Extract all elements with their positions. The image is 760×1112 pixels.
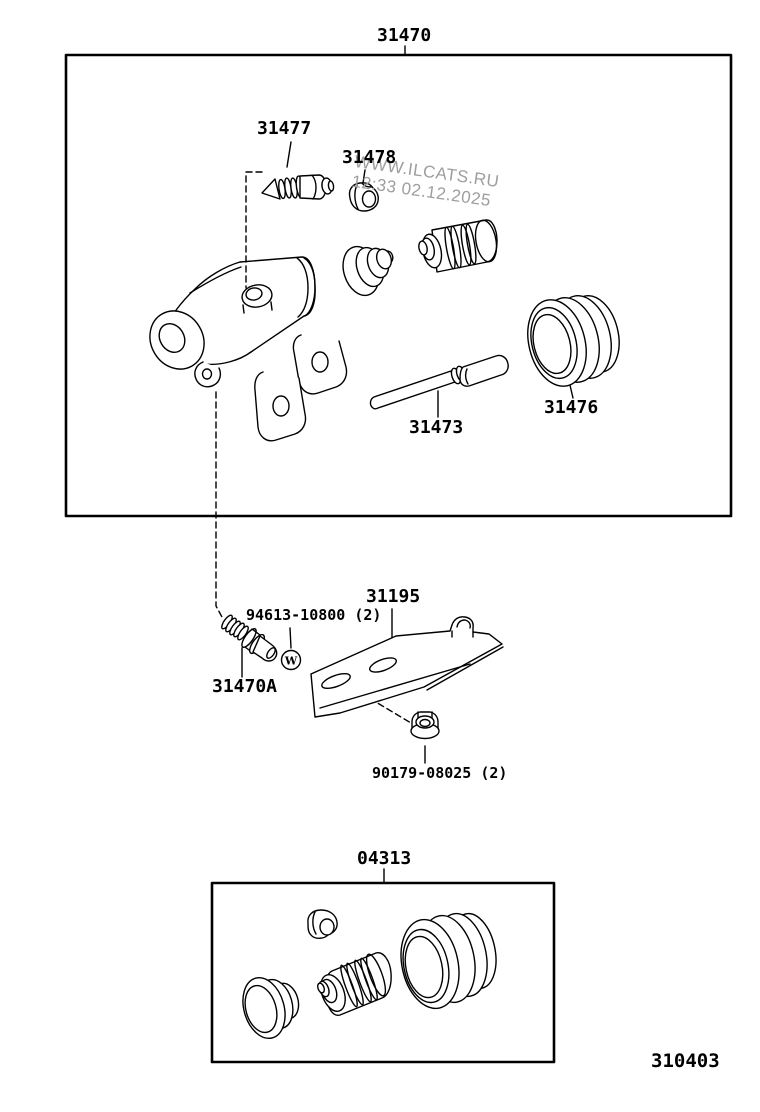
kit-boot-drawing <box>400 912 497 1010</box>
assembly-box-frame <box>64 53 733 518</box>
bracket-drawing <box>310 616 504 718</box>
stud-label: 31470A <box>212 676 278 697</box>
repair-kit-box-frame <box>210 881 556 1064</box>
cylinder-body-drawing <box>149 256 348 442</box>
boot-drawing <box>527 295 620 387</box>
washer-symbol: W <box>284 655 298 668</box>
nut-number-label: 90179-08025 (2) <box>372 764 508 782</box>
nut-drawing <box>410 711 440 740</box>
washer-mark: W <box>280 649 302 671</box>
stud-drawing <box>221 614 278 662</box>
piston-drawing <box>418 219 498 273</box>
washer-number-label: 94613-10800 (2) <box>246 606 382 624</box>
assembly-number-label: 31470 <box>377 25 432 46</box>
push-rod-label: 31473 <box>409 417 464 438</box>
leader-lines <box>241 141 574 764</box>
bleeder-plug-drawing <box>261 174 335 200</box>
repair-kit-label: 04313 <box>357 848 412 869</box>
bleeder-plug-label: 31477 <box>257 118 312 139</box>
cap-drawing <box>348 182 379 212</box>
kit-seal-drawing <box>242 976 300 1040</box>
kit-cap-drawing <box>307 909 338 939</box>
push-rod-drawing <box>369 354 509 410</box>
spring-drawing <box>342 245 394 297</box>
page-code-label: 310403 <box>651 1050 720 1072</box>
bracket-label: 31195 <box>366 586 421 607</box>
cap-label: 31478 <box>342 147 397 168</box>
kit-piston-drawing <box>317 952 392 1016</box>
boot-label: 31476 <box>544 397 599 418</box>
